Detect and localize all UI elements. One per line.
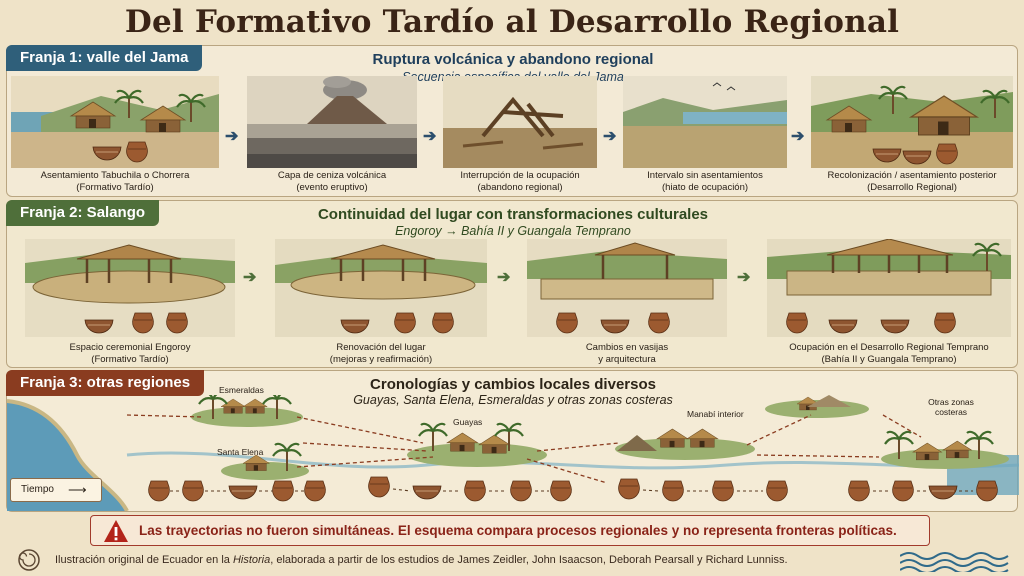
panel-caption: Renovación del lugar(mejoras y reafirmac… [329,342,433,365]
warning-icon [104,520,128,542]
sequence-arrow: ➔ [603,128,617,145]
waves-icon [900,552,1009,572]
ash-layer-illustration [247,76,417,168]
band-other-regions: Franja 3: otras regiones Cronologías y c… [6,370,1019,512]
place-label-santa-elena: Santa Elena [217,447,264,457]
panel-caption: Ocupación en el Desarrollo Regional Temp… [789,342,989,365]
band-subheading: Guayas, Santa Elena, Esmeraldas y otras … [353,393,673,407]
panel-caption: Intervalo sin asentamientos(hiato de ocu… [647,170,763,193]
band-salango: Franja 2: Salango Continuidad del lugar … [6,200,1018,368]
vessel-architecture-change-illustration [527,239,727,337]
band-tag: Franja 3: otras regiones [6,370,205,396]
panel-caption: Capa de ceniza volcánica(evento eruptivo… [277,170,387,193]
warning-text: Las trayectorias no fueron simultáneas. … [139,523,897,538]
ammonite-icon [18,549,40,571]
engoroy-ceremonial-illustration [25,239,235,337]
warning-banner: Las trayectorias no fueron simultáneas. … [90,515,930,546]
band-tag: Franja 2: Salango [6,200,160,226]
hiatus-illustration [623,76,787,168]
band-heading: Ruptura volcánica y abandono regional [372,51,654,68]
site-renovation-illustration [275,239,487,337]
sequence-arrow: ➔ [497,269,511,286]
band-jama: Franja 1: valle del Jama Ruptura volcáni… [6,45,1018,197]
panel-caption: Espacio ceremonial Engoroy(Formativo Tar… [69,342,191,365]
band-heading: Cronologías y cambios locales diversos [370,376,656,393]
panel-caption: Interrupción de la ocupación(abandono re… [460,170,580,193]
panel-caption: Recolonización / asentamiento posterior(… [827,170,997,193]
panel-caption: Asentamiento Tabuchila o Chorrera(Format… [40,170,190,193]
sequence-arrow: ➔ [791,128,805,145]
time-label: Tiempo [21,484,54,495]
band-subheading: Engoroy → Bahía II y Guangala Temprano [395,224,631,238]
place-label-esmeraldas: Esmeraldas [219,385,264,395]
jama-settlement-illustration [11,76,219,168]
sequence-arrow: ➔ [243,269,257,286]
time-legend: Tiempo [10,478,102,502]
page-title: Del Formativo Tardío al Desarrollo Regio… [124,4,900,40]
sequence-arrow: ➔ [225,128,239,145]
place-label-manabi: Manabí interior [687,409,744,419]
abandonment-illustration [443,76,597,168]
footer-credit: Ilustración original de Ecuador en la Hi… [55,554,788,566]
band-tag: Franja 1: valle del Jama [6,45,203,71]
recolonization-illustration [811,76,1013,168]
sequence-arrow: ➔ [423,128,437,145]
sequence-arrow: ➔ [737,269,751,286]
regional-development-occupation-illustration [767,239,1011,337]
band-heading: Continuidad del lugar con transformacion… [317,206,709,223]
place-label-guayas: Guayas [453,417,483,427]
arrow-right-icon: ⟶ [68,482,87,497]
regions-map-illustration [7,395,1019,511]
